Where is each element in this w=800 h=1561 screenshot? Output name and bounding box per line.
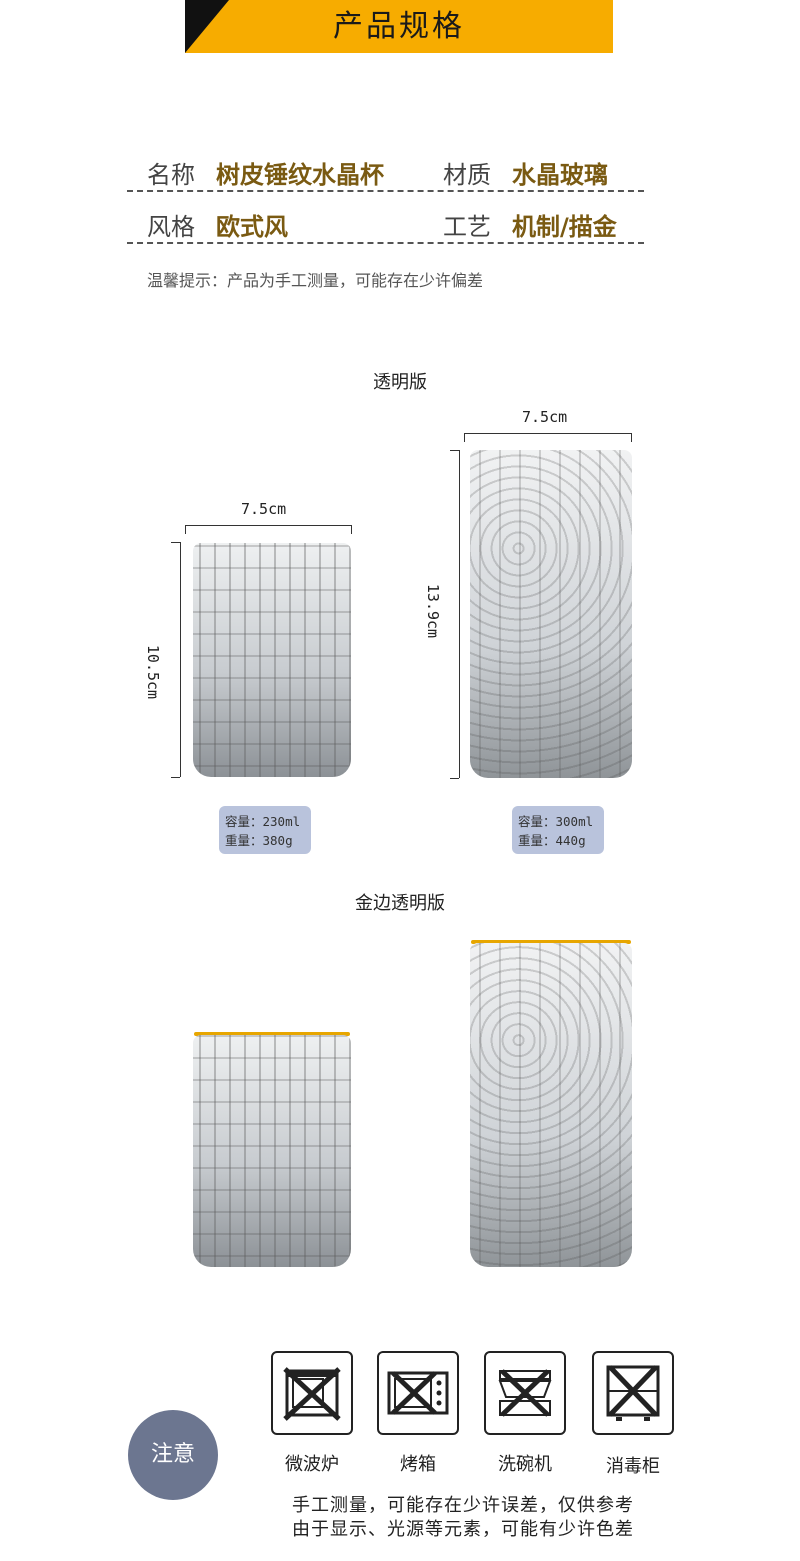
notice-label-oven: 烤箱 (400, 1454, 436, 1475)
spec-name-value: 树皮锤纹水晶杯 (216, 161, 384, 189)
notice-label-dishwasher: 洗碗机 (498, 1454, 552, 1475)
notice-label-sterilizer: 消毒柜 (606, 1456, 660, 1477)
tall-capacity: 容量：300ml (518, 814, 594, 829)
dim-tick (464, 433, 465, 442)
tall-height-label: 13.9cm (424, 583, 442, 639)
tall-glass-info: 容量：300ml 重量：440g (512, 806, 604, 854)
short-glass-image (193, 543, 351, 777)
sterilizer-prohibited-icon (592, 1351, 674, 1435)
oven-svg (387, 1371, 449, 1415)
short-height-line (180, 542, 181, 777)
dim-tick (171, 542, 180, 543)
spec-craft-value: 机制/描金 (512, 213, 617, 241)
short-width-line (185, 525, 351, 526)
spec-material-value: 水晶玻璃 (512, 161, 608, 189)
dishwasher-svg (498, 1369, 552, 1417)
tall-height-line (459, 450, 460, 778)
dim-tick (185, 525, 186, 534)
spec-divider (127, 190, 644, 192)
dim-tick (450, 450, 459, 451)
short-gold-glass-image (193, 1035, 351, 1267)
short-weight: 重量：380g (225, 833, 293, 848)
gold-version-title: 金边透明版 (355, 893, 445, 914)
spec-style-label: 风格 (147, 213, 195, 241)
dishwasher-prohibited-icon (484, 1351, 566, 1435)
tall-width-label: 7.5cm (522, 408, 568, 426)
tall-gold-rim (471, 940, 631, 944)
spec-divider (127, 242, 644, 244)
spec-craft-label: 工艺 (443, 213, 491, 241)
spec-style-value: 欧式风 (216, 213, 288, 241)
spec-material-label: 材质 (443, 161, 491, 189)
clear-version-title: 透明版 (373, 372, 427, 393)
microwave-svg (283, 1367, 341, 1421)
sterilizer-svg (606, 1365, 660, 1421)
dim-tick (631, 433, 632, 442)
short-capacity: 容量：230ml (225, 814, 301, 829)
oven-prohibited-icon (377, 1351, 459, 1435)
notice-badge: 注意 (128, 1410, 218, 1500)
notice-label-microwave: 微波炉 (285, 1454, 339, 1475)
short-gold-rim (194, 1032, 350, 1036)
notice-line-2: 由于显示、光源等元素，可能有少许色差 (292, 1519, 634, 1540)
spec-tip: 温馨提示：产品为手工测量，可能存在少许偏差 (147, 271, 484, 290)
tall-width-line (464, 433, 631, 434)
short-glass-info: 容量：230ml 重量：380g (219, 806, 311, 854)
notice-line-1: 手工测量，可能存在少许误差，仅供参考 (292, 1495, 634, 1516)
spec-name-label: 名称 (147, 161, 195, 189)
tall-gold-glass-image (470, 943, 632, 1267)
dim-tick (171, 777, 180, 778)
microwave-prohibited-icon (271, 1351, 353, 1435)
tall-glass-image (470, 450, 632, 778)
page-title: 产品规格 (333, 9, 465, 44)
header-banner: 产品规格 (185, 0, 613, 53)
dim-tick (450, 778, 459, 779)
short-width-label: 7.5cm (241, 500, 287, 518)
short-height-label: 10.5cm (144, 644, 162, 700)
tall-weight: 重量：440g (518, 833, 586, 848)
dim-tick (351, 525, 352, 534)
banner-accent (185, 0, 229, 53)
